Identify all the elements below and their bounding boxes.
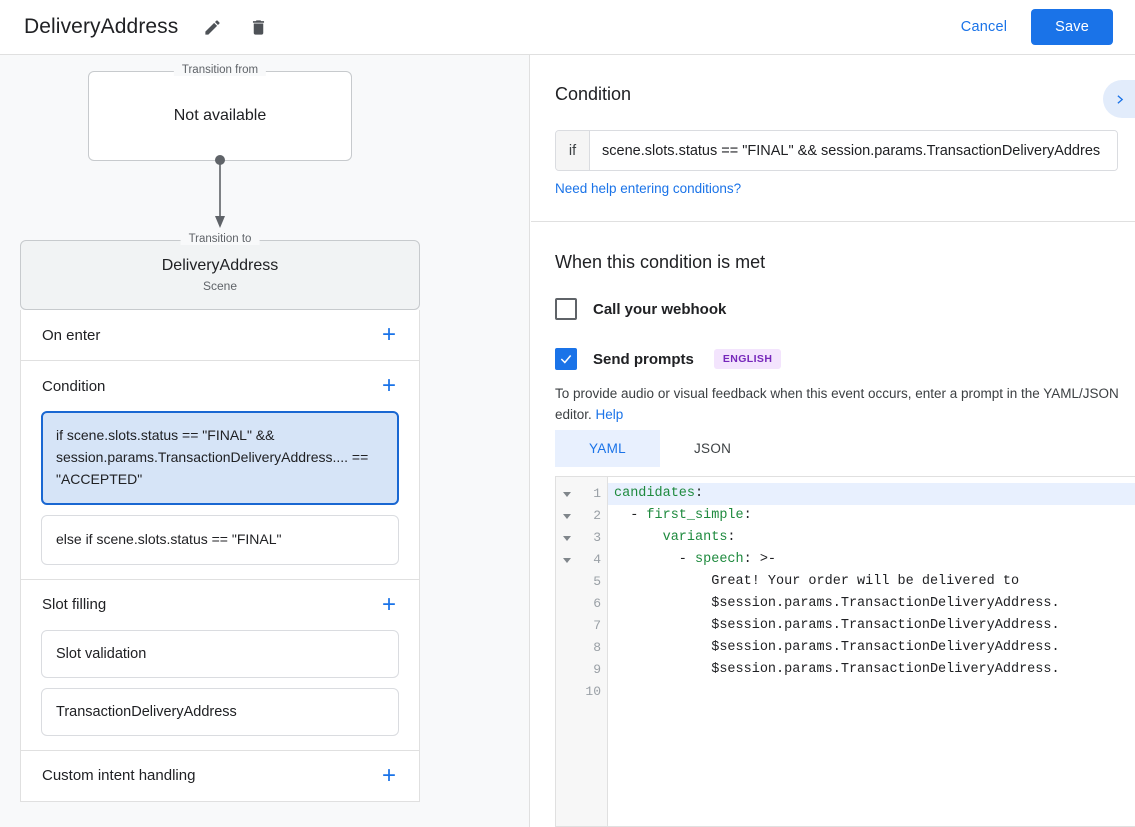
send-prompts-row[interactable]: Send prompts ENGLISH: [555, 348, 782, 370]
section-title-on-enter: On enter: [42, 326, 101, 344]
section-title-slot-filling: Slot filling: [42, 596, 107, 614]
call-webhook-checkbox[interactable]: [555, 298, 577, 320]
code-content-area[interactable]: candidates: - first_simple: variants: - …: [608, 477, 1135, 826]
add-custom-intent-button[interactable]: +: [381, 761, 396, 789]
code-line[interactable]: $session.params.TransactionDeliveryAddre…: [711, 640, 1060, 655]
fold-toggle-icon[interactable]: [562, 483, 572, 505]
language-badge: ENGLISH: [713, 349, 782, 369]
section-custom-intent-handling: Custom intent handling +: [21, 749, 419, 801]
yaml-code-editor[interactable]: 1 2 3 4 5 6 7 8 9 10 candidates: - first_simple: …: [555, 476, 1135, 827]
line-number: 5: [593, 574, 601, 589]
code-line[interactable]: candidates:: [608, 483, 1135, 505]
section-condition: Condition + if scene.slots.status == "FI…: [21, 360, 419, 579]
fold-toggle-icon[interactable]: [562, 549, 572, 571]
slot-item-transaction-delivery-address[interactable]: TransactionDeliveryAddress: [41, 687, 399, 736]
tab-yaml[interactable]: YAML: [555, 430, 660, 467]
tab-json[interactable]: JSON: [693, 441, 732, 456]
line-number: 10: [585, 684, 601, 699]
send-prompts-description-text: To provide audio or visual feedback when…: [555, 386, 1119, 422]
code-line[interactable]: variants:: [662, 530, 736, 545]
top-app-bar: DeliveryAddress Cancel Save: [0, 0, 1135, 55]
call-webhook-label: Call your webhook: [593, 300, 727, 318]
section-header-slot-filling[interactable]: Slot filling +: [21, 580, 419, 630]
cancel-button[interactable]: Cancel: [947, 10, 1021, 44]
transition-to-legend: Transition to: [180, 233, 260, 245]
add-condition-button[interactable]: +: [381, 372, 396, 399]
line-number-gutter: 1 2 3 4 5 6 7 8 9 10: [578, 477, 608, 826]
chevron-right-icon[interactable]: [1103, 80, 1135, 118]
condition-item[interactable]: else if scene.slots.status == "FINAL": [41, 514, 399, 565]
transition-from-value: Not available: [173, 107, 267, 124]
line-number: 7: [593, 618, 601, 633]
scene-sections-accordion: On enter + Condition + if scene.slots.st…: [20, 310, 420, 802]
code-line[interactable]: $session.params.TransactionDeliveryAddre…: [711, 596, 1060, 611]
section-header-condition[interactable]: Condition +: [21, 361, 419, 411]
help-link[interactable]: Help: [595, 406, 624, 422]
code-line[interactable]: - speech: >-: [614, 552, 777, 567]
page-title: DeliveryAddress: [24, 15, 179, 38]
line-number: 1: [593, 486, 601, 501]
section-slot-filling: Slot filling + Slot validation Transacti…: [21, 578, 419, 750]
editor-format-tabs: YAML JSON: [555, 430, 765, 467]
transition-arrow: [213, 155, 227, 230]
line-number: 3: [593, 530, 601, 545]
section-title-custom-intent-handling: Custom intent handling: [42, 767, 196, 785]
condition-expression-input[interactable]: [590, 131, 1117, 170]
transition-from-legend: Transition from: [173, 64, 267, 76]
slot-validation-item[interactable]: Slot validation: [41, 629, 399, 678]
code-line[interactable]: [608, 681, 1135, 703]
send-prompts-label: Send prompts: [593, 350, 694, 368]
call-webhook-row[interactable]: Call your webhook: [555, 298, 726, 320]
line-number: 8: [593, 640, 601, 655]
when-met-title: When this condition is met: [555, 252, 766, 272]
send-prompts-checkbox[interactable]: [555, 348, 577, 370]
line-number: 9: [593, 662, 601, 677]
condition-item-selected[interactable]: if scene.slots.status == "FINAL" && sess…: [41, 411, 399, 505]
transition-to-subtitle: Scene: [202, 279, 238, 293]
section-header-custom-intent-handling[interactable]: Custom intent handling +: [21, 751, 419, 801]
line-number: 6: [593, 596, 601, 611]
condition-help-link[interactable]: Need help entering conditions?: [555, 181, 742, 196]
line-number: 4: [593, 552, 601, 567]
send-prompts-description: To provide audio or visual feedback when…: [555, 384, 1120, 426]
fold-toggle-icon[interactable]: [562, 527, 572, 549]
section-on-enter: On enter +: [21, 310, 419, 360]
pencil-icon[interactable]: [200, 15, 224, 39]
fold-toggle-icon[interactable]: [562, 505, 572, 527]
condition-editor-section: Condition if Need help entering conditio…: [531, 55, 1135, 222]
if-prefix-label: if: [556, 131, 590, 170]
transition-from-box: Transition from Not available: [88, 64, 352, 161]
add-on-enter-button[interactable]: +: [381, 321, 396, 348]
add-slot-filling-button[interactable]: +: [381, 590, 396, 618]
transition-to-name: DeliveryAddress: [161, 257, 279, 274]
code-fold-gutter: [556, 477, 578, 826]
section-header-on-enter[interactable]: On enter +: [21, 310, 419, 360]
transition-to-box: Transition to DeliveryAddress Scene: [20, 233, 420, 310]
line-number: 2: [593, 508, 601, 523]
condition-list: if scene.slots.status == "FINAL" && sess…: [21, 411, 419, 579]
code-line[interactable]: $session.params.TransactionDeliveryAddre…: [711, 618, 1060, 633]
trash-icon[interactable]: [246, 15, 270, 39]
condition-input-row: if: [555, 130, 1118, 171]
code-line[interactable]: Great! Your order will be delivered to: [711, 574, 1020, 589]
left-panel: Transition from Not available Transition…: [0, 55, 530, 827]
code-line[interactable]: - first_simple:: [614, 508, 752, 523]
code-line[interactable]: $session.params.TransactionDeliveryAddre…: [711, 662, 1060, 677]
right-panel: Condition if Need help entering conditio…: [531, 55, 1135, 827]
condition-section-title: Condition: [555, 84, 632, 104]
save-button[interactable]: Save: [1031, 9, 1113, 45]
section-title-condition: Condition: [42, 377, 106, 395]
slot-filling-list: Slot validation TransactionDeliveryAddre…: [21, 629, 419, 750]
